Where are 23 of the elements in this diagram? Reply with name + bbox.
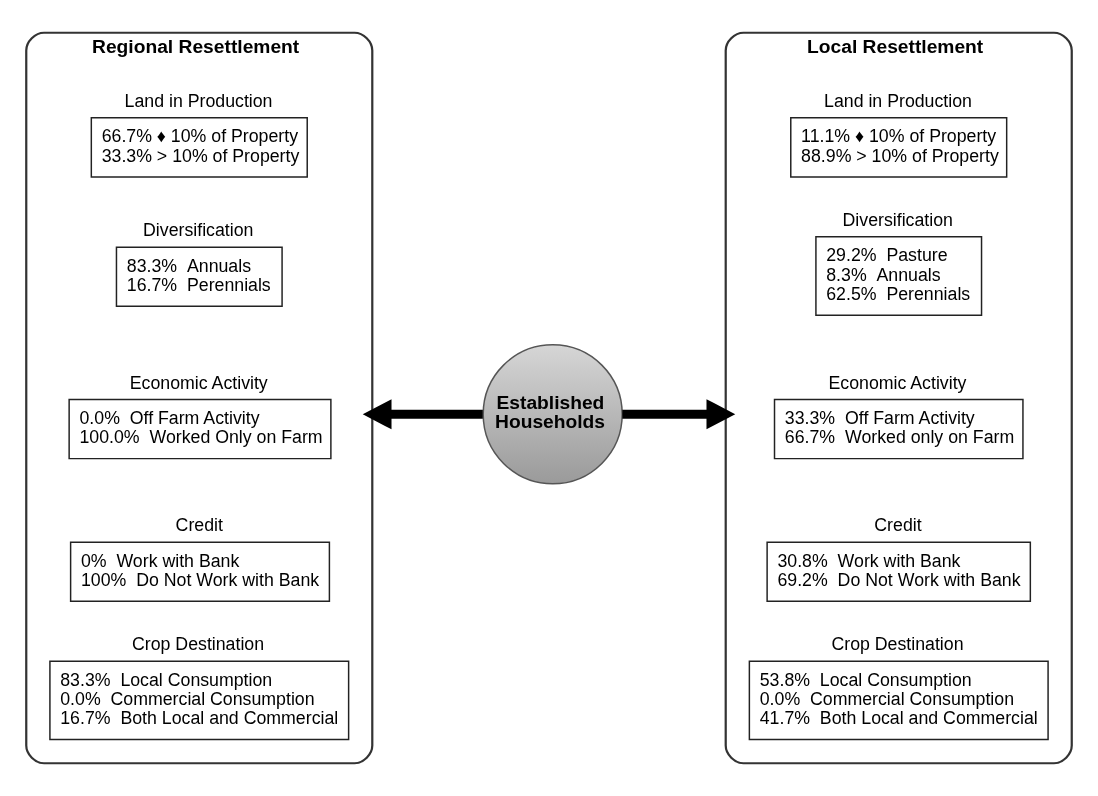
node-label: Crop Destination [131, 634, 265, 655]
node-box: 83.3% Annuals 16.7% Perennials [115, 246, 283, 308]
node-box: 30.8% Work with Bank 69.2% Do Not Work with Bank [766, 541, 1032, 603]
node-box: 53.8% Local Consumption 0.0% Commercial Consumption 41.7% Both Local and Commercial [748, 660, 1049, 741]
node-box: 83.3% Local Consumption 0.0% Commercial Consumption 16.7% Both Local and Commercial [49, 660, 350, 741]
node-circle: Established Households [482, 344, 623, 485]
node-label: Diversification [842, 209, 953, 230]
arrow [622, 399, 736, 430]
node-box: 11.1% ♦ 10% of Property 88.9% > 10% of Property [790, 117, 1008, 178]
node-box: 66.7% ♦ 10% of Property 33.3% > 10% of Property [90, 117, 308, 178]
node-label: Diversification [143, 220, 254, 241]
node-label: Credit [874, 515, 922, 536]
arrow [362, 399, 483, 430]
node-label: Crop Destination [831, 634, 964, 655]
node-label: Land in Production [824, 90, 972, 111]
node-box: 0% Work with Bank 100% Do Not Work with Bank [69, 541, 331, 603]
node-box: 0.0% Off Farm Activity 100.0% Worked Only on Farm [68, 398, 332, 460]
node-box: 33.3% Off Farm Activity 66.7% Worked only on Farm [773, 398, 1024, 460]
node-box: 29.2% Pasture 8.3% Annuals 62.5% Perennials [815, 236, 983, 316]
node-label: Land in Production [124, 90, 273, 111]
node-label: Credit [175, 515, 223, 536]
node-label: Economic Activity [129, 372, 268, 393]
node-label: Economic Activity [828, 372, 967, 393]
